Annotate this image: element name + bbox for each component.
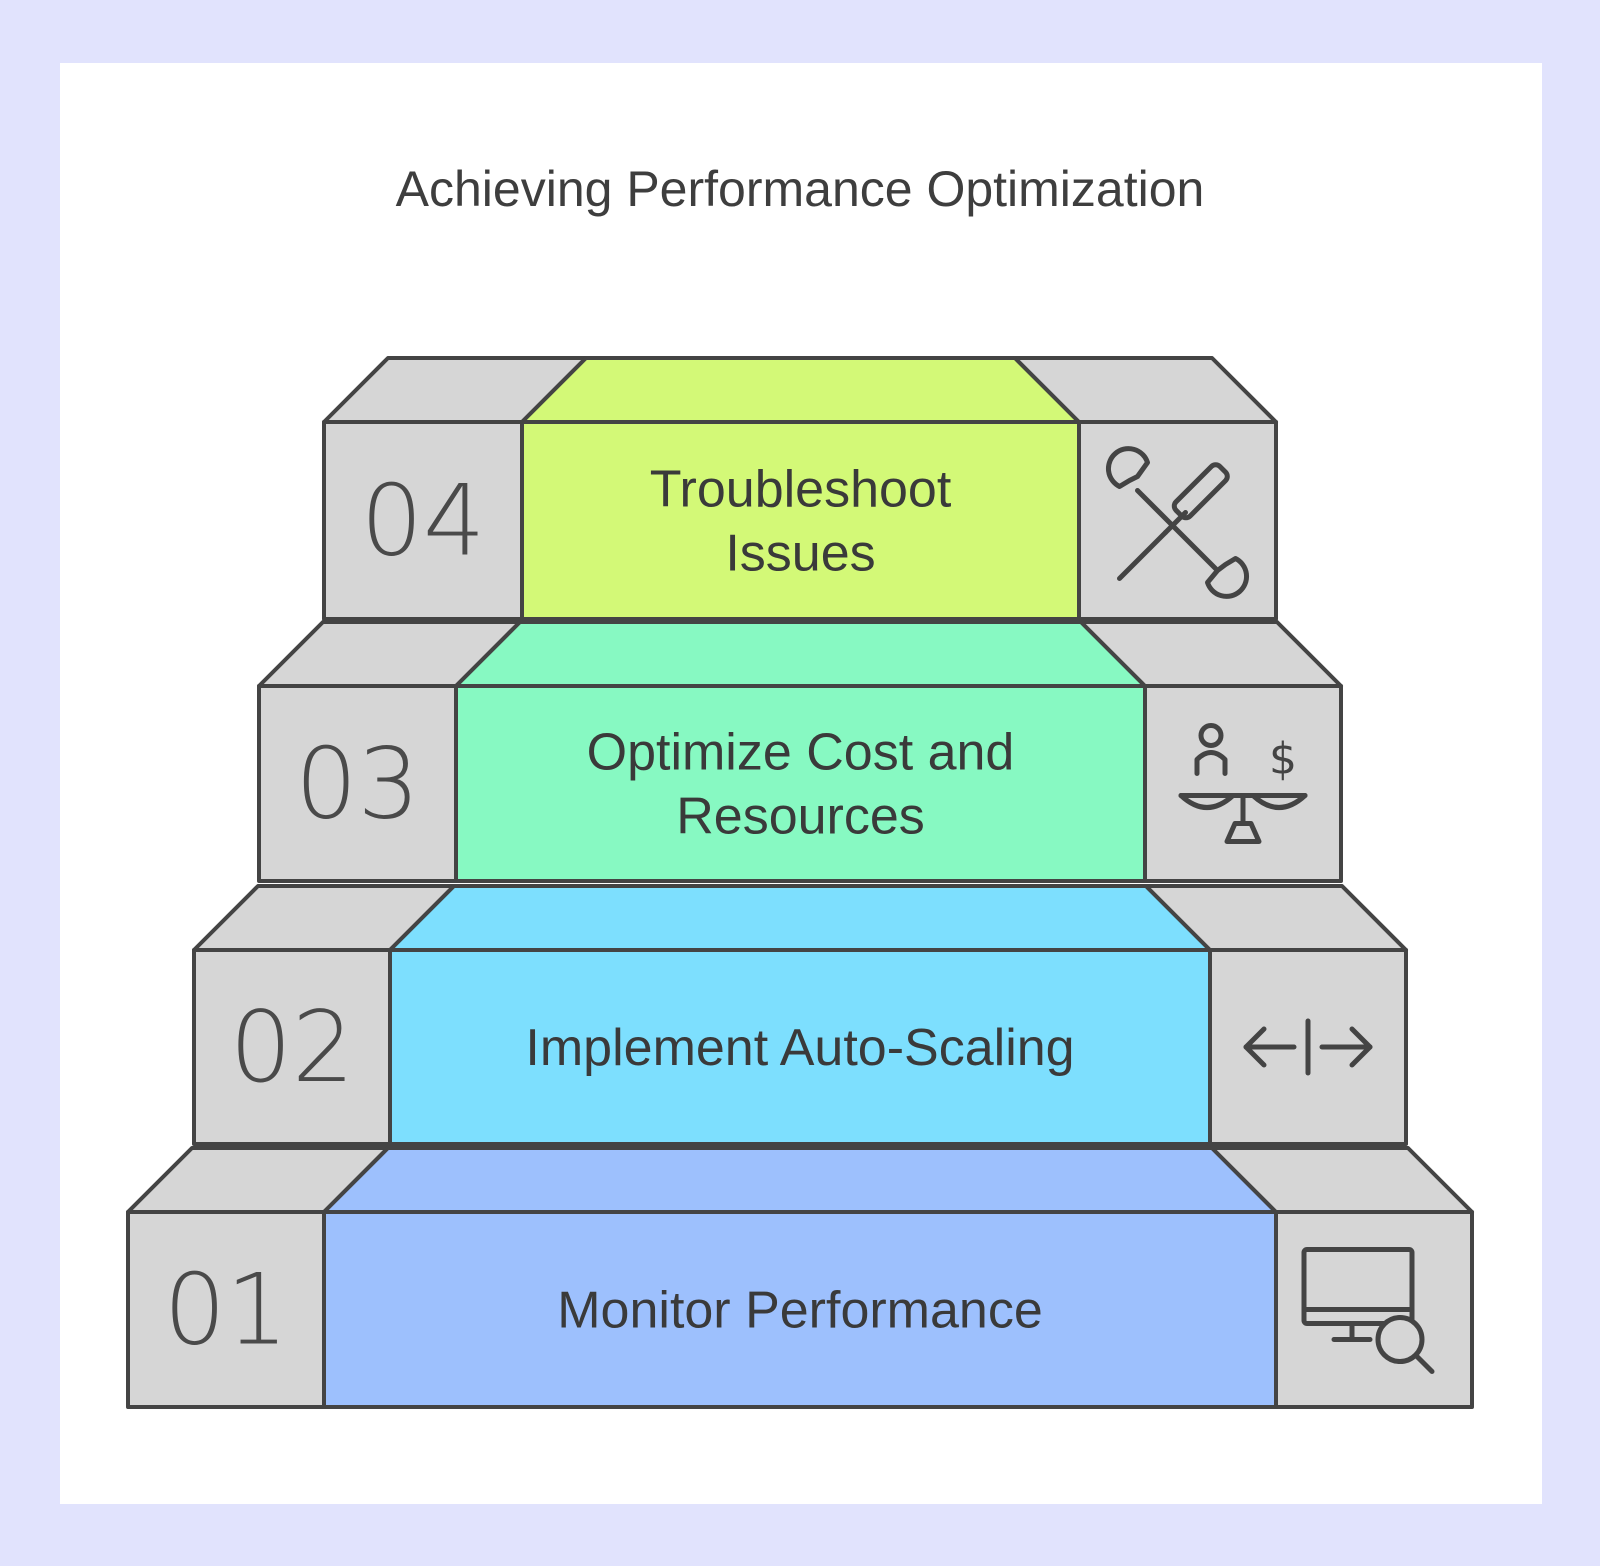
- step-label: Monitor Performance: [557, 1282, 1043, 1340]
- step-label-block: [520, 420, 1081, 621]
- step-top-center: [322, 1146, 1278, 1214]
- step-number: 01: [164, 1254, 289, 1368]
- step-label: Troubleshoot: [650, 461, 952, 519]
- step-top-center: [454, 620, 1147, 688]
- step-02: 02 Implement Auto-Scaling: [192, 884, 1408, 1146]
- cost-balance-icon: $: [1178, 723, 1308, 844]
- step-number: 03: [295, 728, 420, 842]
- expand-arrows-icon: [1243, 1018, 1373, 1076]
- monitor-search-icon: [1301, 1247, 1435, 1374]
- step-label: Issues: [725, 525, 875, 583]
- svg-text:$: $: [1269, 734, 1297, 785]
- step-label-block: [454, 684, 1147, 883]
- step-label: Optimize Cost and: [587, 724, 1015, 782]
- step-number: 02: [230, 991, 355, 1105]
- step-01: 01 Monitor Performance: [126, 1146, 1474, 1409]
- step-number: 04: [361, 465, 486, 579]
- step-label-block: [388, 948, 1212, 1146]
- step-top-center: [388, 884, 1212, 952]
- step-icon-block: [1143, 684, 1343, 883]
- step-label: Implement Auto-Scaling: [525, 1019, 1074, 1077]
- wrench-screwdriver-icon: [1105, 446, 1250, 599]
- step-number-block: [322, 420, 524, 621]
- diagram-title: Achieving Performance Optimization: [395, 161, 1205, 217]
- step-label: Resources: [676, 788, 925, 846]
- step-number-block: [192, 948, 392, 1146]
- step-label-block: [322, 1210, 1278, 1409]
- step-top-center: [520, 356, 1081, 424]
- step-number-block: [126, 1210, 326, 1409]
- step-number-block: [257, 684, 458, 883]
